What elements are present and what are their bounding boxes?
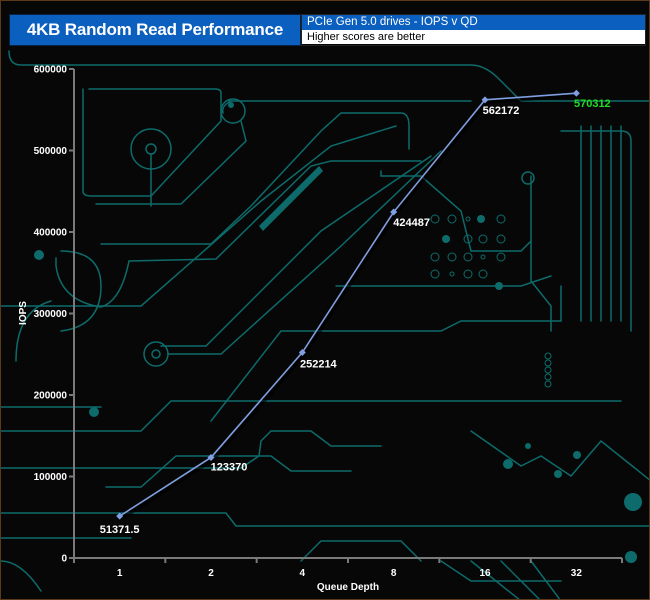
subtitle-box: PCIe Gen 5.0 drives - IOPS v QD Higher s…	[301, 14, 646, 46]
data-label: 252214	[300, 358, 338, 370]
x-tick-label: 32	[571, 568, 583, 579]
y-tick-label: 600000	[34, 65, 68, 76]
y-tick-label: 0	[61, 554, 67, 565]
chart-note: Higher scores are better	[302, 30, 645, 44]
x-axis-title: Queue Depth	[317, 582, 379, 593]
data-label: 51371.5	[100, 524, 140, 536]
x-tick-label: 8	[391, 568, 397, 579]
series-line	[119, 92, 577, 517]
data-point	[298, 348, 306, 356]
chart-title: 4KB Random Read Performance	[9, 14, 301, 46]
y-tick-label: 400000	[34, 228, 68, 239]
y-tick-label: 100000	[34, 472, 68, 483]
data-point	[481, 96, 489, 104]
chart-subtitle: PCIe Gen 5.0 drives - IOPS v QD	[302, 15, 645, 30]
y-tick-label: 300000	[34, 309, 68, 320]
data-point	[207, 453, 215, 461]
data-point	[572, 89, 580, 97]
x-tick-label: 2	[208, 568, 214, 579]
data-label: 424487	[393, 217, 430, 229]
data-label: 562172	[483, 105, 520, 117]
series-iops: 51371.5 123370 252214 424487 562172 570312	[100, 89, 611, 536]
data-label-highlight: 570312	[574, 98, 611, 110]
series-line-shadow	[120, 93, 579, 520]
y-axis: 0 100000 200000 300000 400000 500000 600000	[34, 65, 75, 565]
y-tick-label: 200000	[34, 391, 68, 402]
data-point	[390, 208, 398, 216]
data-label: 123370	[211, 461, 248, 473]
x-axis: 1 2 4 8 16 32	[73, 557, 623, 579]
y-tick-label: 500000	[34, 146, 68, 157]
x-tick-label: 16	[479, 568, 491, 579]
y-axis-title: IOPS	[18, 301, 29, 325]
x-tick-label: 4	[300, 568, 306, 579]
data-point	[116, 512, 124, 520]
x-tick-label: 1	[117, 568, 123, 579]
